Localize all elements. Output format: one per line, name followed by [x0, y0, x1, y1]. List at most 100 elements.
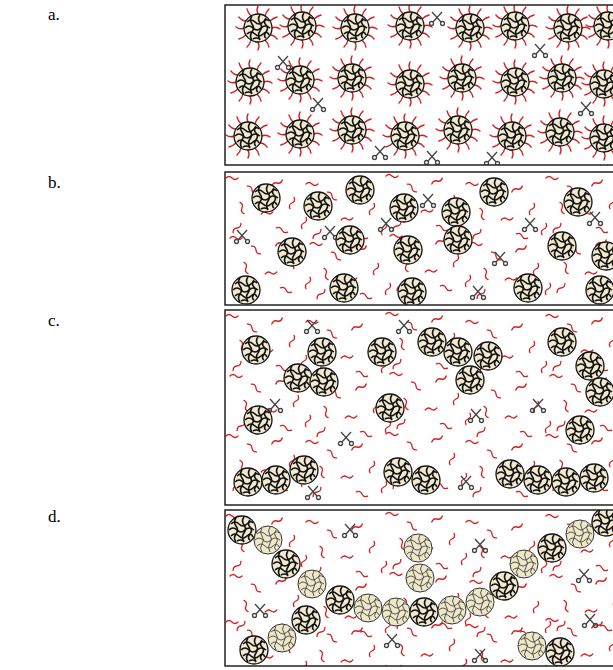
- particle: [308, 338, 336, 366]
- particle: [228, 516, 256, 544]
- grafted-particle: [280, 5, 324, 48]
- particle: [252, 184, 280, 212]
- chain-fragments: [550, 575, 613, 632]
- chain-fragments: [470, 381, 551, 438]
- particle: [538, 534, 566, 562]
- particle: [552, 468, 580, 496]
- particle: [592, 242, 613, 270]
- scissors-symbol: [473, 649, 488, 663]
- scissors-group: [268, 320, 546, 500]
- grafted-particle: [582, 116, 613, 160]
- chain-fragments: [226, 315, 307, 372]
- particle: [576, 352, 604, 380]
- panel-b-contents: [226, 175, 613, 306]
- particle: [412, 466, 440, 494]
- cleaved-chains: [226, 513, 613, 667]
- particle: [310, 368, 338, 396]
- scissors-symbol: [306, 486, 321, 500]
- chain-fragments: [546, 619, 613, 667]
- particle: [254, 526, 282, 554]
- scissors-symbol: [430, 12, 445, 26]
- particle: [384, 458, 412, 486]
- chain-fragments: [466, 625, 547, 667]
- scissors-symbol: [343, 524, 358, 538]
- particle: [304, 192, 332, 220]
- particle: [592, 510, 613, 536]
- particle: [546, 638, 574, 666]
- particle: [518, 632, 546, 660]
- scissors-symbol: [305, 320, 320, 334]
- particle: [330, 274, 358, 302]
- scissors-group: [276, 12, 594, 165]
- grafted-particle: [493, 60, 537, 104]
- scissors-symbol: [268, 399, 283, 413]
- panel-frame: [225, 5, 613, 165]
- scissors-symbol: [531, 399, 546, 413]
- grafted-particle: [236, 6, 280, 50]
- particle: [240, 636, 268, 664]
- aggregating-particles: [234, 328, 613, 496]
- particle: [510, 550, 538, 578]
- scissors-symbol: [588, 212, 603, 226]
- panel-letter: c.: [48, 312, 60, 331]
- particle: [382, 598, 410, 626]
- scissors-symbol: [397, 320, 412, 334]
- particle-network: [228, 510, 613, 666]
- grafted-particle: [226, 114, 270, 158]
- chain-fragments: [226, 177, 307, 234]
- panel-letter: a.: [48, 6, 60, 25]
- scissors-symbol: [421, 194, 436, 208]
- panel-frame: [225, 172, 613, 305]
- grafted-particle: [440, 56, 484, 100]
- scissors-symbol: [459, 476, 474, 490]
- grafted-particle: [493, 5, 537, 48]
- scissors-group: [253, 524, 598, 663]
- particle: [406, 564, 434, 592]
- particle: [548, 232, 576, 260]
- particle: [354, 594, 382, 622]
- particle: [242, 336, 270, 364]
- scissors-symbol: [493, 252, 508, 266]
- particle: [278, 238, 306, 266]
- grafted-particle: [278, 58, 322, 102]
- grafted-particle: [448, 6, 492, 50]
- particle: [376, 394, 404, 422]
- panel-letter: b.: [48, 174, 61, 193]
- grafted-particle: [330, 108, 374, 152]
- particle: [398, 278, 426, 305]
- particle: [232, 276, 260, 304]
- grafted-particle: [490, 114, 534, 158]
- scissors-symbol: [473, 539, 488, 553]
- chain-fragments: [466, 521, 547, 578]
- scissors-symbol: [379, 218, 394, 232]
- grafted-particle: [383, 114, 427, 158]
- particle: [580, 464, 608, 492]
- scissors-symbol: [485, 152, 500, 165]
- particle: [564, 188, 592, 216]
- particle: [480, 178, 508, 206]
- scissors-symbol: [235, 230, 250, 244]
- chain-fragments: [386, 513, 467, 570]
- scissors-symbol: [533, 44, 548, 58]
- particle: [284, 364, 312, 392]
- grafted-particle: [586, 5, 613, 48]
- bare-particles: [232, 176, 613, 305]
- chain-fragments: [546, 177, 613, 234]
- scissors-symbol: [253, 604, 268, 618]
- particle: [368, 338, 396, 366]
- particle: [490, 572, 518, 600]
- particle: [272, 550, 300, 578]
- particle: [410, 598, 438, 626]
- particle: [404, 534, 432, 562]
- grafted-particle: [546, 6, 590, 50]
- panel-frame: [225, 510, 613, 666]
- scissors-symbol: [583, 614, 598, 628]
- grafted-particle: [333, 6, 377, 50]
- grafted-particle: [228, 60, 272, 104]
- particle: [234, 468, 262, 496]
- grafted-particle: [582, 62, 613, 106]
- scissors-symbol: [471, 286, 486, 300]
- grafted-particle: [330, 56, 374, 100]
- scissors-symbol: [577, 569, 592, 583]
